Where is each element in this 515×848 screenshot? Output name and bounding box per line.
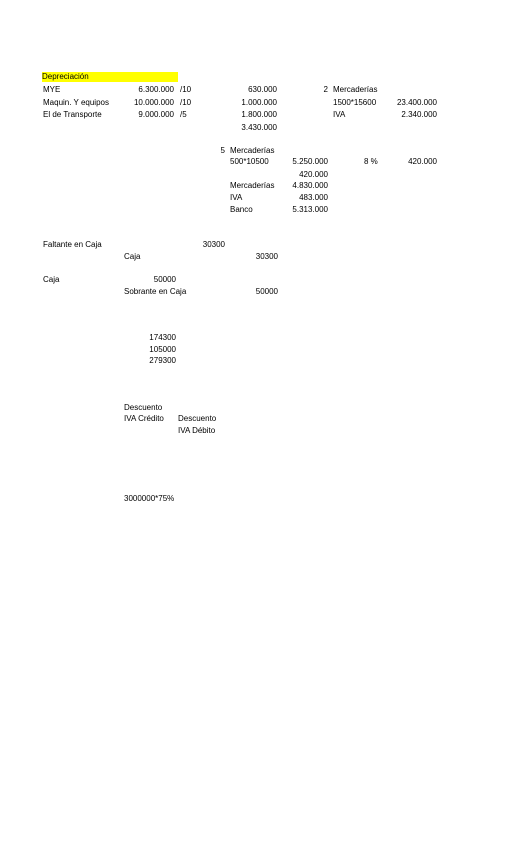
descuento-label-2: Descuento <box>178 414 217 423</box>
faltante-caja-amount: 30300 <box>255 252 278 261</box>
sum-value: 105000 <box>149 345 176 354</box>
compra5-number: 5 <box>220 146 225 155</box>
iva-debito-label: IVA Débito <box>178 426 216 435</box>
compra5-discount: 420.000 <box>299 170 328 179</box>
sobrante-caja-amount: 50000 <box>153 275 176 284</box>
dep-row-divisor: /10 <box>180 98 192 107</box>
dep-row-divisor: /5 <box>180 110 187 119</box>
compra2-number: 2 <box>323 85 328 94</box>
dep-row-result: 630.000 <box>248 85 277 94</box>
dep-total: 3.430.000 <box>241 123 277 132</box>
sum-total: 279300 <box>149 356 176 365</box>
compra5-amount: 5.250.000 <box>292 157 328 166</box>
faltante-label: Faltante en Caja <box>43 240 102 249</box>
compra5-iva-label: IVA <box>230 193 243 202</box>
compra5-pct: 8 % <box>364 157 378 166</box>
compra5-label: Mercaderías <box>230 146 275 155</box>
depreciacion-title: Depreciación <box>42 72 178 82</box>
dep-row-label: MYE <box>43 85 61 94</box>
dep-row-result: 1.000.000 <box>241 98 277 107</box>
compra5-banco-amount: 5.313.000 <box>292 205 328 214</box>
sobrante-amount: 50000 <box>255 287 278 296</box>
compra2-calc: 1500*15600 <box>333 98 377 107</box>
compra5-merc-label: Mercaderías <box>230 181 275 190</box>
dep-row-label: Maquin. Y equipos <box>43 98 109 107</box>
compra5-pct-amount: 420.000 <box>408 157 437 166</box>
iva-credito-label: IVA Crédito <box>124 414 164 423</box>
compra5-calc: 500*10500 <box>230 157 269 166</box>
dep-row-result: 1.800.000 <box>241 110 277 119</box>
faltante-caja-label: Caja <box>124 252 141 261</box>
dep-row-amount: 10.000.000 <box>133 98 174 107</box>
compra5-merc-amount: 4.830.000 <box>292 181 328 190</box>
sobrante-caja-label: Caja <box>43 275 60 284</box>
compra2-label: Mercaderías <box>333 85 378 94</box>
compra5-iva-amount: 483.000 <box>299 193 328 202</box>
compra2-iva-label: IVA <box>333 110 346 119</box>
faltante-amount: 30300 <box>202 240 225 249</box>
dep-row-amount: 9.000.000 <box>138 110 174 119</box>
compra5-banco-label: Banco <box>230 205 253 214</box>
dep-row-divisor: /10 <box>180 85 192 94</box>
dep-row-label: El de Transporte <box>43 110 102 119</box>
sum-value: 174300 <box>149 333 176 342</box>
dep-row-amount: 6.300.000 <box>138 85 174 94</box>
compra2-amount: 23.400.000 <box>396 98 437 107</box>
descuento-label: Descuento <box>124 403 163 412</box>
compra2-iva-amount: 2.340.000 <box>401 110 437 119</box>
sobrante-label: Sobrante en Caja <box>124 287 187 296</box>
formula-cell: 3000000*75% <box>124 494 175 503</box>
